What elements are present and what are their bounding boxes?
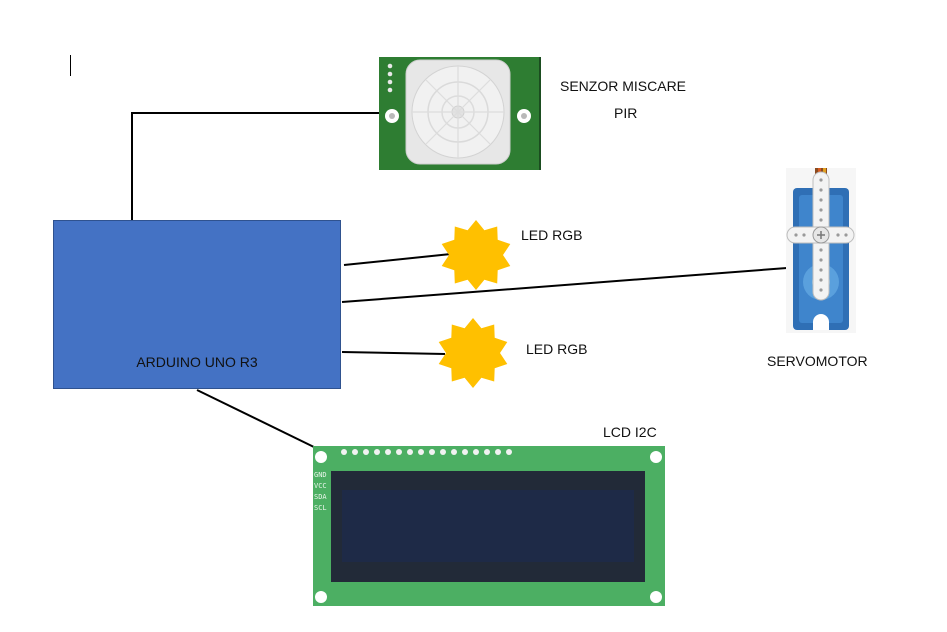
pir-pins	[387, 63, 393, 93]
lcd-screen	[342, 490, 634, 562]
wires	[131, 112, 788, 450]
lcd-pin-label: SCL	[314, 504, 327, 512]
lcd-label: LCD I2C	[603, 424, 657, 440]
lcd-pin-label: SDA	[314, 493, 327, 501]
led-bottom-icon	[438, 318, 508, 388]
pir-label-line2: PIR	[614, 105, 638, 121]
wire-arduino-pir	[131, 112, 382, 220]
pir-board-edge	[539, 57, 541, 170]
led-bottom-label: LED RGB	[526, 341, 588, 357]
wire-arduino-servo	[341, 267, 788, 303]
lcd-mount-holes	[315, 451, 662, 603]
wire-arduino-led-top	[343, 253, 452, 266]
pir-label-line1: SENZOR MISCARE	[560, 78, 687, 94]
led-top-label: LED RGB	[521, 227, 583, 243]
arduino-block: ARDUINO UNO R3	[53, 220, 341, 389]
pir-sensor	[379, 57, 541, 170]
lcd-pin-label: VCC	[314, 482, 327, 490]
wire-arduino-lcd	[196, 389, 319, 450]
lcd-module: GND VCC SDA SCL	[313, 446, 665, 606]
led-top-icon	[441, 220, 511, 290]
wire-arduino-led-bottom	[341, 351, 446, 355]
servo-label: SERVOMOTOR	[767, 353, 868, 369]
servo-motor	[786, 168, 856, 333]
text-cursor	[70, 55, 71, 76]
servo-mount-notch	[813, 314, 829, 330]
lcd-pin-label: GND	[314, 471, 327, 479]
lcd-header-pins	[341, 449, 512, 455]
arduino-label: ARDUINO UNO R3	[136, 354, 258, 370]
